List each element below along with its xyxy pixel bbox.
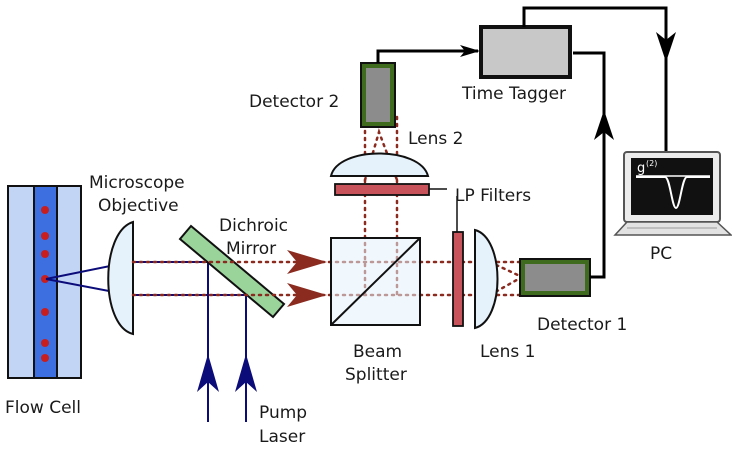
pc bbox=[613, 151, 732, 236]
lens-1 bbox=[474, 228, 499, 330]
lp-filter-top bbox=[334, 183, 430, 196]
label-flow-cell: Flow Cell bbox=[5, 398, 81, 418]
label-microscope: Microscope bbox=[89, 173, 185, 193]
g2-label: g bbox=[637, 161, 645, 176]
pump-arrows bbox=[197, 354, 257, 392]
label-objective: Objective bbox=[98, 196, 179, 216]
particle bbox=[41, 339, 49, 347]
label-detector2: Detector 2 bbox=[249, 92, 339, 112]
label-laser: Laser bbox=[259, 427, 305, 447]
label-pc: PC bbox=[650, 244, 672, 264]
pump-arrow-1 bbox=[197, 354, 219, 392]
pc-screen bbox=[631, 158, 713, 215]
detector-2-sensor bbox=[366, 68, 390, 122]
g2-curve bbox=[636, 176, 710, 210]
label-splitter: Splitter bbox=[345, 365, 407, 385]
detector-2 bbox=[360, 62, 396, 128]
cable-arrow-down bbox=[656, 32, 676, 62]
labels: Flow Cell Microscope Objective Dichroic … bbox=[5, 84, 672, 447]
particle bbox=[41, 232, 49, 240]
label-beam: Beam bbox=[353, 342, 402, 362]
label-detector1: Detector 1 bbox=[537, 315, 627, 335]
flow-cell bbox=[7, 185, 82, 379]
arrow-lower bbox=[287, 283, 327, 307]
label-time-tagger: Time Tagger bbox=[461, 84, 566, 104]
particles bbox=[41, 206, 49, 362]
arrow-upper bbox=[287, 250, 327, 274]
label-lens2: Lens 2 bbox=[408, 129, 463, 149]
particle bbox=[41, 206, 49, 214]
cable-det1-tagger bbox=[573, 51, 606, 279]
beam-splitter-diagonal bbox=[330, 237, 421, 326]
label-pump: Pump bbox=[259, 403, 307, 423]
particle bbox=[41, 275, 49, 283]
detector-1-sensor bbox=[525, 264, 585, 291]
beam-splitter bbox=[330, 237, 421, 326]
cable-arrow-up bbox=[594, 110, 614, 140]
fluorescence-arrows bbox=[287, 250, 327, 307]
label-mirror: Mirror bbox=[226, 239, 276, 259]
particle bbox=[41, 354, 49, 362]
label-dichroic: Dichroic bbox=[219, 216, 288, 236]
cable-det2-tagger bbox=[376, 45, 480, 63]
particle bbox=[41, 308, 49, 316]
cable-arrows bbox=[594, 32, 676, 140]
pump-arrow-2 bbox=[235, 354, 257, 392]
time-tagger-box bbox=[479, 25, 572, 79]
cables bbox=[376, 6, 668, 279]
cable-tagger-pc bbox=[522, 6, 668, 152]
particle bbox=[41, 250, 49, 258]
label-lens1: Lens 1 bbox=[480, 342, 535, 362]
detector-1 bbox=[519, 258, 591, 297]
objective-lens bbox=[107, 220, 134, 336]
lens-2 bbox=[329, 152, 430, 177]
g2-superscript: (2) bbox=[646, 159, 657, 168]
label-lp-filters: LP Filters bbox=[455, 186, 531, 206]
lp-filter-side bbox=[452, 231, 464, 327]
